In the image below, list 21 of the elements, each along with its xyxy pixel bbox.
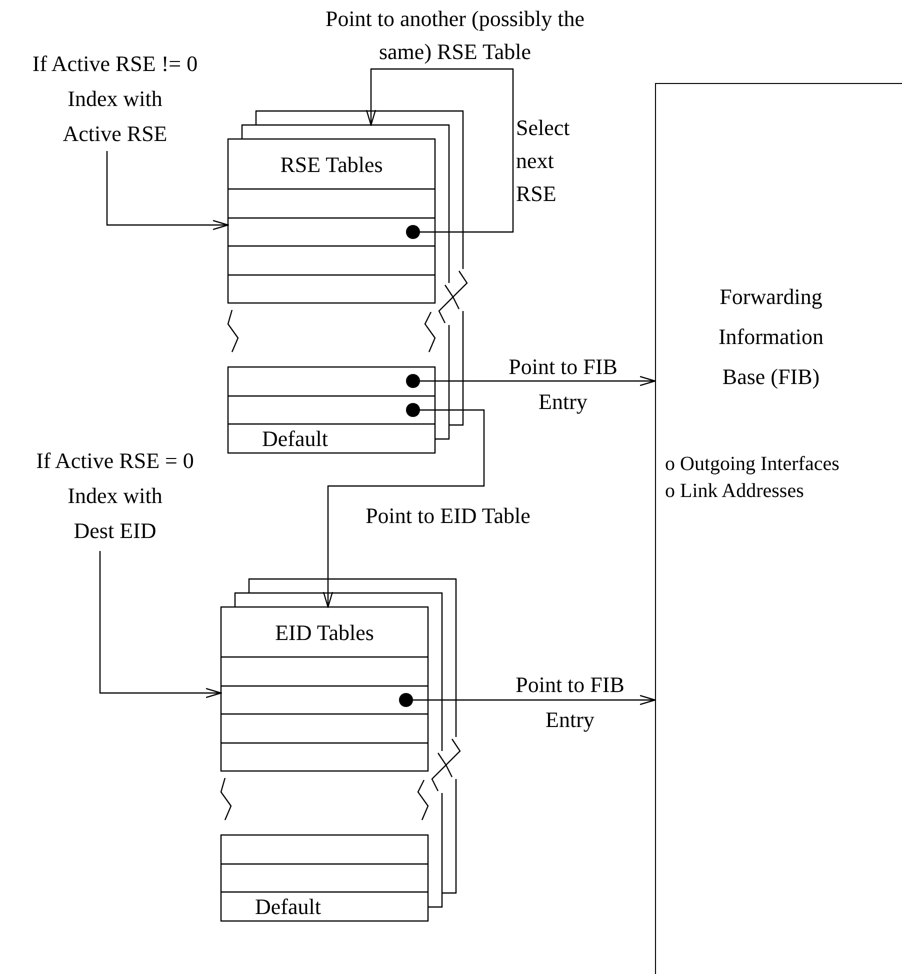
edge-label: Point to FIB Entry <box>508 353 618 416</box>
annotation-text: Select next RSE <box>516 114 571 208</box>
table-header: EID Tables <box>274 619 375 647</box>
bullet-item: o Outgoing Interfaces <box>665 452 840 477</box>
fib-panel <box>655 83 902 974</box>
row-label: Default <box>255 893 321 921</box>
edge-label: Point to FIB Entry <box>515 671 625 734</box>
row-label: Default <box>262 425 328 453</box>
annotation-text: If Active RSE = 0 <box>35 447 195 475</box>
arrow <box>106 151 229 230</box>
bullet-item: o Link Addresses <box>665 479 804 504</box>
arrow <box>322 409 485 608</box>
annotation-text: Index with Dest EID <box>66 482 164 545</box>
arrow <box>99 551 222 698</box>
edge-label: Point to another (possibly the same) RSE Table <box>324 5 586 66</box>
arrow <box>366 68 514 233</box>
table-header: RSE Tables <box>279 151 384 179</box>
panel-title: Forwarding Information Base (FIB) <box>717 283 825 391</box>
edge-label: Point to EID Table <box>364 502 532 530</box>
annotation-text: If Active RSE != 0 <box>31 50 199 78</box>
annotation-text: Index with Active RSE <box>62 85 168 148</box>
